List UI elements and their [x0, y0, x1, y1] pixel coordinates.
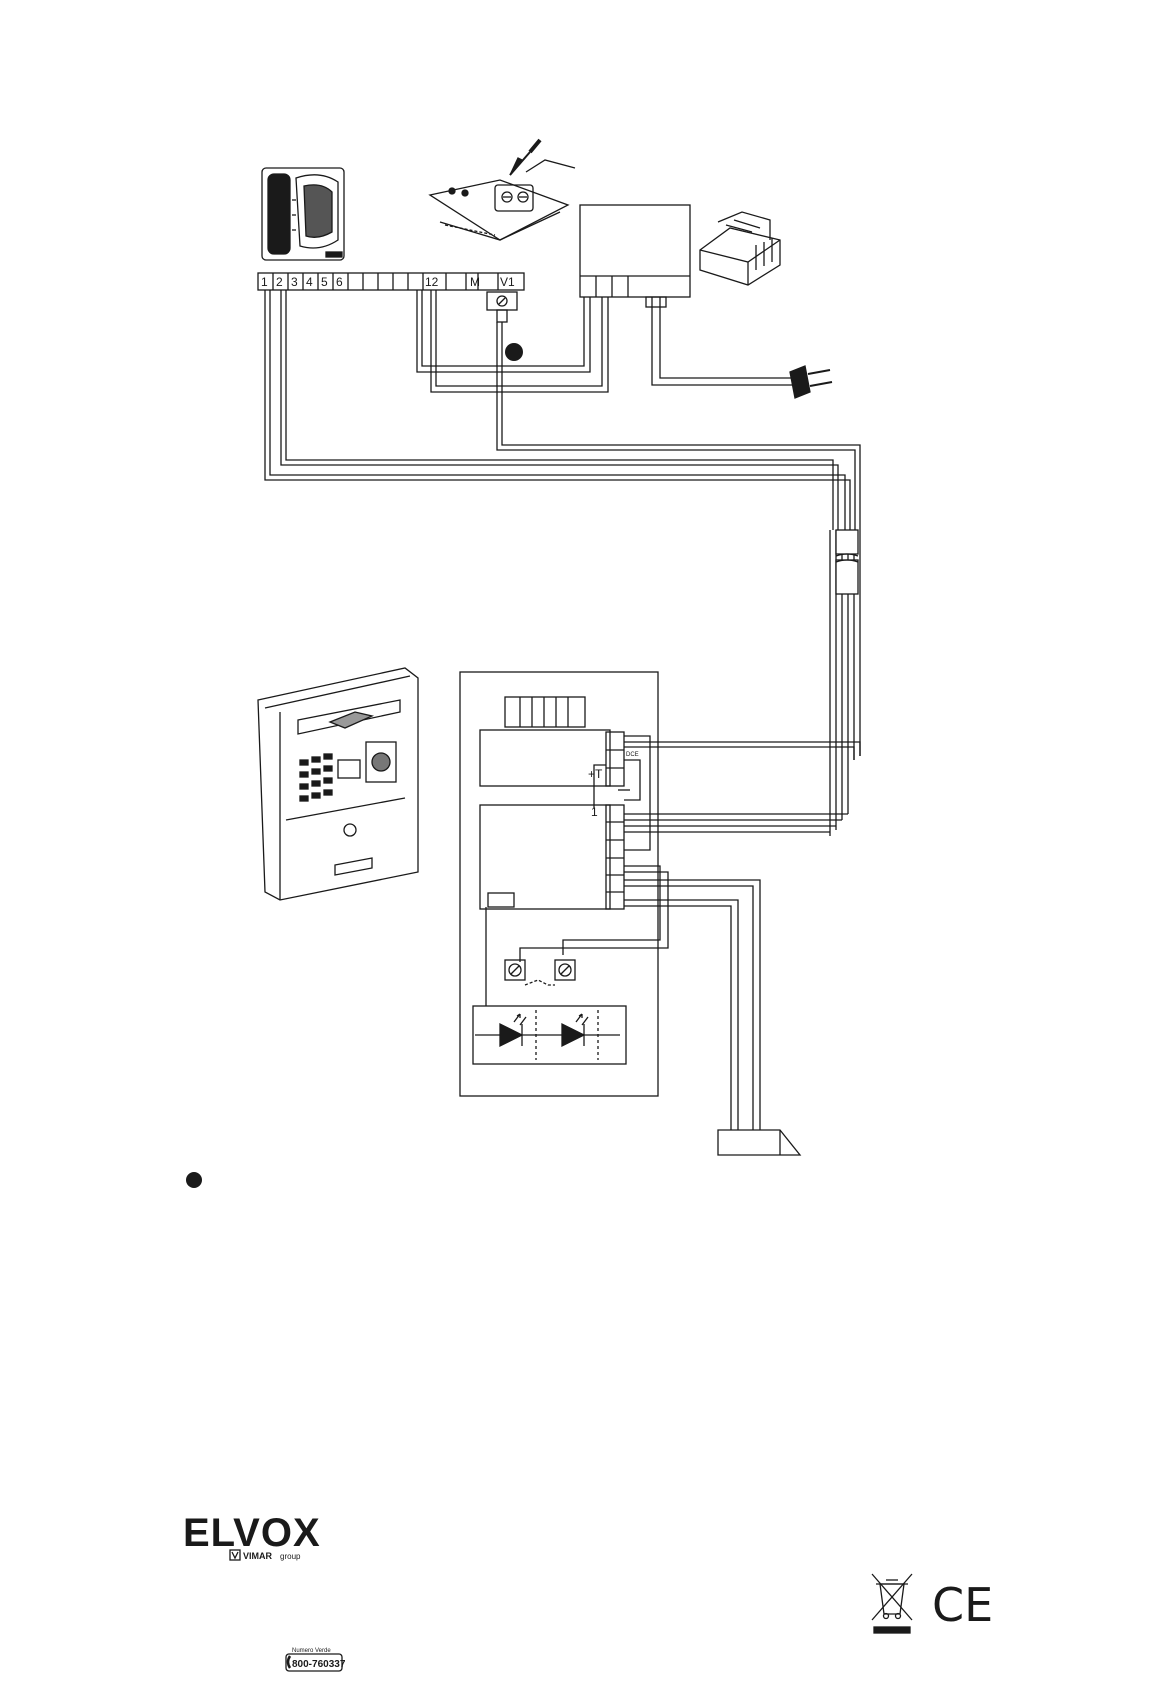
ce-mark: CE	[932, 1578, 993, 1632]
wiring	[265, 290, 860, 836]
phone-caption: Numero Verde	[292, 1648, 331, 1654]
brand-logo: ELVOX	[183, 1511, 321, 1555]
door-wiring	[486, 736, 860, 1130]
terminal-label-3: 3	[291, 275, 298, 289]
handset-monitor-icon	[262, 168, 344, 260]
door-terminal-plus-t: +T	[588, 767, 603, 781]
footnote-marker	[186, 1172, 202, 1188]
entrance-panel-icon	[258, 668, 418, 900]
lock-icon	[505, 960, 575, 985]
mains-plug-icon	[790, 366, 832, 398]
din-module-icon	[700, 212, 780, 285]
terminal-label-12: 12	[425, 275, 439, 289]
power-supply-icon	[580, 205, 690, 297]
terminal-label-2: 2	[276, 275, 283, 289]
electric-strike-icon	[718, 1130, 800, 1155]
terminal-label-4: 4	[306, 275, 313, 289]
terminal-label-m: M	[470, 275, 480, 289]
connector-detail-icon	[430, 140, 575, 240]
brand-sub: VIMAR	[243, 1551, 273, 1561]
note-marker	[505, 343, 523, 361]
terminal-strip	[258, 273, 524, 290]
brand-group: group	[280, 1552, 301, 1561]
terminal-label-1: 1	[261, 275, 268, 289]
led-icon	[473, 1006, 626, 1064]
door-terminal-tiny: DCE	[626, 752, 639, 758]
weee-bin-icon	[872, 1574, 912, 1633]
terminal-labels: 1 2 3 4 5 6 12 M V1	[261, 275, 515, 289]
terminal-label-6: 6	[336, 275, 343, 289]
door-terminal-1: 1	[591, 805, 598, 819]
terminal-label-v1: V1	[500, 275, 515, 289]
phone-number: 800-760337	[292, 1659, 346, 1670]
terminal-label-5: 5	[321, 275, 328, 289]
